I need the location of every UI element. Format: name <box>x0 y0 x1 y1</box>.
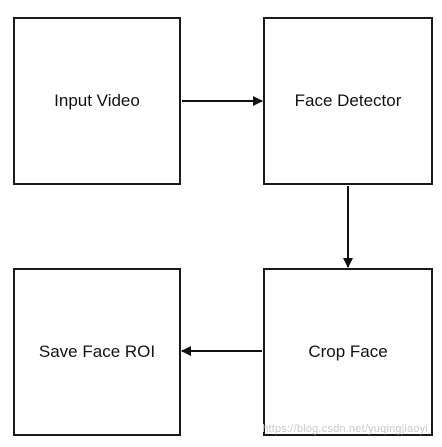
node-crop-face-label: Crop Face <box>308 342 388 361</box>
node-face-detector-label: Face Detector <box>294 91 402 110</box>
node-save-face-roi: Save Face ROI <box>13 268 181 436</box>
watermark-text: https://blog.csdn.net/yuqingjiaoyi <box>262 423 428 435</box>
node-face-detector: Face Detector <box>263 17 433 185</box>
node-input-video-label: Input Video <box>54 91 140 110</box>
node-save-face-roi-label: Save Face ROI <box>38 342 156 361</box>
node-crop-face: Crop Face <box>263 268 433 436</box>
node-input-video: Input Video <box>13 17 181 185</box>
